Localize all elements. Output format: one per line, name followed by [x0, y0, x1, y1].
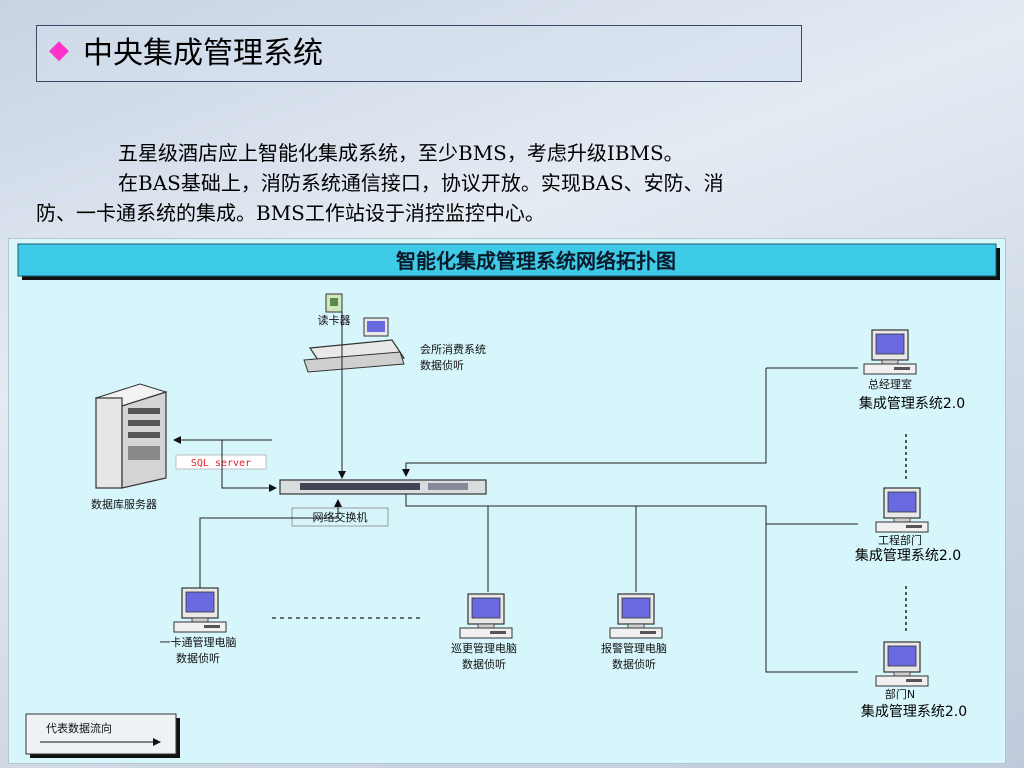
- card-pc-label-1: 一卡通管理电脑: [160, 635, 237, 649]
- gm-office-label: 总经理室: [868, 377, 912, 391]
- patrol-pc-label-1: 巡更管理电脑: [451, 641, 517, 655]
- legend-label: 代表数据流向: [46, 721, 112, 735]
- engineering-system-label: 集成管理系统2.0: [855, 547, 961, 564]
- dept-n-pc-icon: [875, 641, 929, 687]
- card-pc-icon: [173, 587, 227, 633]
- diamond-bullet-icon: ◆: [49, 35, 69, 65]
- alarm-pc-icon: [609, 593, 663, 639]
- engineering-pc-icon: [875, 487, 929, 533]
- gm-office-system-label: 集成管理系统2.0: [859, 395, 965, 412]
- database-server-icon: [94, 383, 168, 489]
- switch-label: 网络交换机: [313, 510, 368, 524]
- engineering-label: 工程部门: [878, 533, 922, 547]
- topology-diagram-frame: [8, 238, 1006, 764]
- network-switch-icon: [279, 479, 487, 495]
- paragraph-2: 在BAS基础上，消防系统通信接口，协议开放。实现BAS、安防、消: [118, 171, 724, 195]
- patrol-pc-label-2: 数据侦听: [462, 657, 506, 671]
- paragraph-1: 五星级酒店应上智能化集成系统，至少BMS，考虑升级IBMS。: [118, 141, 684, 165]
- club-pos-label-1: 会所消费系统: [420, 342, 486, 356]
- diagram-title: 智能化集成管理系统网络拓扑图: [396, 249, 676, 273]
- dept-n-label: 部门N: [885, 687, 915, 701]
- legend: 代表数据流向: [25, 713, 180, 758]
- dept-n-system-label: 集成管理系统2.0: [861, 703, 967, 720]
- paragraph-3: 防、一卡通系统的集成。BMS工作站设于消控监控中心。: [36, 201, 545, 225]
- alarm-pc-label-2: 数据侦听: [612, 657, 656, 671]
- diagram-header: 智能化集成管理系统网络拓扑图: [17, 243, 1000, 280]
- card-reader-label: 读卡器: [318, 313, 351, 327]
- db-server-label: 数据库服务器: [91, 497, 157, 511]
- sql-server-label: SQL server: [191, 458, 251, 469]
- club-pos-label-2: 数据侦听: [420, 358, 464, 372]
- gm-office-pc-icon: [863, 329, 917, 375]
- page-title: 中央集成管理系统: [83, 36, 323, 71]
- card-pc-label-2: 数据侦听: [176, 651, 220, 665]
- patrol-pc-icon: [459, 593, 513, 639]
- pos-terminal-icon: [303, 317, 406, 373]
- alarm-pc-label-1: 报警管理电脑: [601, 641, 667, 655]
- card-reader-icon: [325, 293, 343, 313]
- title-box: ◆ 中央集成管理系统: [36, 25, 802, 82]
